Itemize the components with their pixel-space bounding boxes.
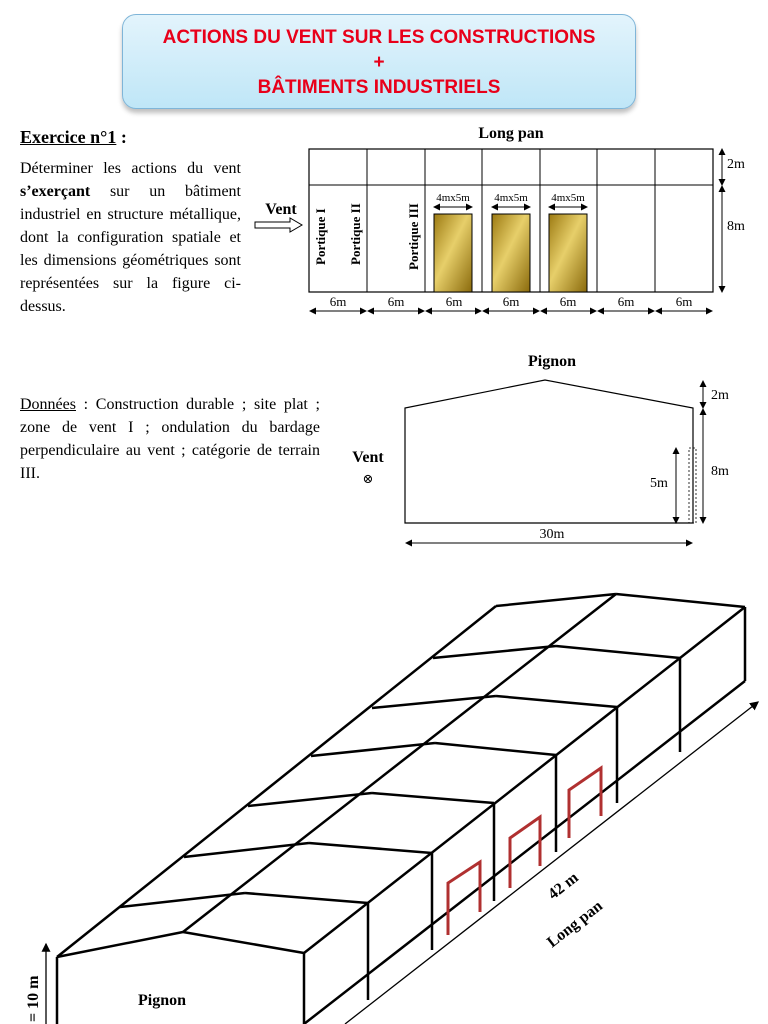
iso-base-line	[303, 680, 746, 1024]
banner-line-2: +	[373, 52, 385, 73]
iso-gable-label: Pignon	[138, 992, 186, 1009]
iso-back-right-roof	[615, 592, 746, 609]
exercise-title-suffix: :	[116, 127, 127, 147]
pignon-height-top: 2m	[711, 388, 729, 403]
iso-wall-posts	[366, 658, 682, 1000]
iso-door-3	[567, 765, 603, 838]
pignon-figure: Pignon 2m 8m 5m 30m Vent ⊗	[352, 353, 729, 547]
long-pan-title: Long pan	[478, 125, 543, 142]
exercise-title: Exercice n°1 :	[20, 127, 127, 148]
iso-height-label: = 10 m	[25, 975, 42, 1022]
iso-length-label: Long pan	[544, 897, 606, 951]
long-pan-doors: 4mx5m 4mx5m 4mx5m	[433, 192, 588, 293]
data-text: : Construction durable ; site plat ; zon…	[20, 396, 320, 482]
title-banner: ACTIONS DU VENT SUR LES CONSTRUCTIONS + …	[122, 14, 636, 109]
data-label: Données	[20, 396, 76, 413]
pignon-height-total: 8m	[711, 464, 729, 479]
iso-back-left-roof	[495, 592, 617, 608]
iso-right-eave	[303, 606, 746, 954]
iso-left-eave	[56, 605, 497, 958]
iso-doors	[446, 765, 603, 935]
statement-part-1: Déterminer les actions du vent	[20, 160, 241, 177]
wind-arrow-icon	[254, 217, 303, 233]
iso-door-1	[446, 859, 482, 935]
pignon-door-section	[688, 447, 697, 524]
portique-3-label: Portique III	[406, 203, 421, 270]
height-top-label: 2m	[727, 157, 745, 172]
bay-6-dim: 6m	[618, 294, 635, 309]
iso-roof-frames-right	[244, 644, 681, 905]
exercise-data: Données : Construction durable ; site pl…	[20, 393, 320, 485]
exercise-title-text: Exercice n°1	[20, 127, 117, 147]
wind-into-page-icon: ⊗	[363, 471, 374, 486]
door-2	[491, 213, 531, 293]
banner-line-1: ACTIONS DU VENT SUR LES CONSTRUCTIONS	[162, 27, 596, 48]
long-pan-wind-label: Vent	[265, 201, 297, 218]
iso-length-value: 42 m	[545, 869, 582, 903]
bay-3-dim: 6m	[446, 294, 463, 309]
long-pan-figure: Long pan Portique I Portique II Portique…	[254, 125, 745, 315]
statement-part-2: sur un bâtiment industriel en structure …	[20, 183, 241, 315]
bay-1-dim: 6m	[330, 294, 347, 309]
iso-ridge	[182, 593, 617, 933]
pignon-wind-label: Vent	[352, 449, 384, 466]
isometric-figure	[55, 592, 747, 1024]
door-3-label: 4mx5m	[551, 192, 585, 204]
door-2-label: 4mx5m	[494, 192, 528, 204]
pignon-outline	[404, 379, 694, 524]
pignon-door-height: 5m	[650, 476, 668, 491]
banner-line-3: BÂTIMENTS INDUSTRIELS	[257, 77, 501, 98]
portique-2-label: Portique II	[348, 203, 363, 265]
bay-4-dim: 6m	[503, 294, 520, 309]
bay-2-dim: 6m	[388, 294, 405, 309]
bay-5-dim: 6m	[560, 294, 577, 309]
bay-7-dim: 6m	[676, 294, 693, 309]
iso-door-2	[508, 814, 542, 888]
door-1	[433, 213, 473, 293]
statement-bold: s’exerçant	[20, 183, 91, 200]
long-pan-frames	[366, 149, 656, 292]
iso-roof-frames-left	[119, 644, 557, 909]
door-1-label: 4mx5m	[436, 192, 470, 204]
door-3	[548, 213, 588, 293]
height-wall-label: 8m	[727, 219, 745, 234]
pignon-width: 30m	[540, 527, 565, 542]
pignon-title: Pignon	[528, 353, 576, 370]
portique-1-label: Portique I	[313, 208, 328, 265]
iso-front-gable	[55, 930, 306, 1024]
exercise-statement: Déterminer les actions du vent s’exerçan…	[20, 157, 241, 318]
iso-length-dim-line	[344, 701, 760, 1024]
